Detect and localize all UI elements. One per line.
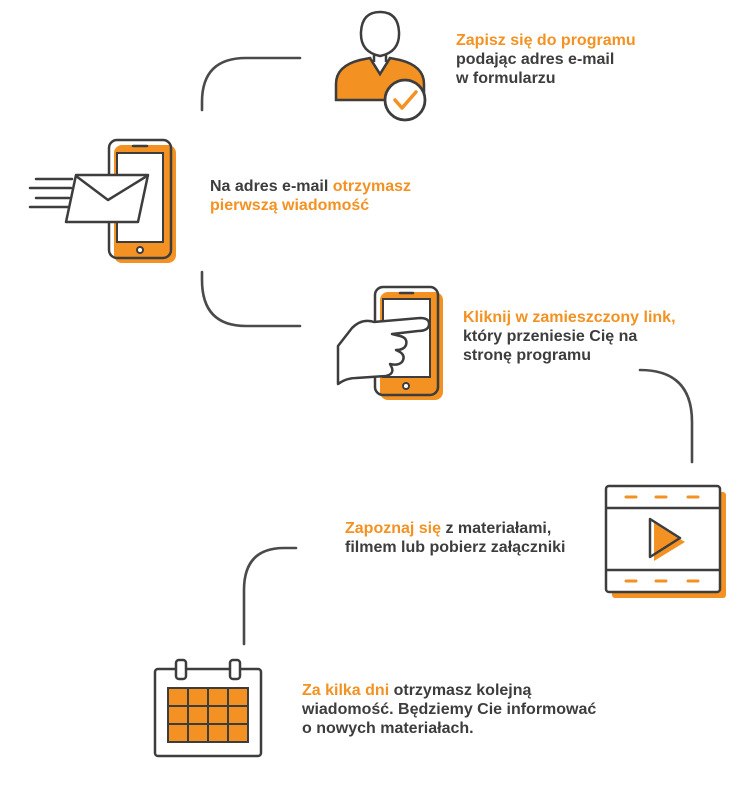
step-5-rest: otrzymasz kolejną — [389, 682, 532, 699]
step-5-text: Za kilka dni otrzymasz kolejną wiadomość… — [302, 681, 662, 738]
step-2-text: Na adres e-mail otrzymasz pierwszą wiado… — [210, 177, 510, 215]
connector-2 — [200, 270, 302, 328]
step-3-line-3: stronę programu — [463, 347, 592, 364]
video-play-icon — [604, 484, 726, 598]
step-4-rest: z materiałami, — [441, 520, 552, 537]
step-1-text: Zapisz się do programu podając adres e-m… — [456, 31, 746, 88]
step-4-line-2: filmem lub pobierz załączniki — [345, 539, 566, 556]
step-5-highlight: Za kilka dni — [302, 682, 390, 699]
step-4-text: Zapoznaj się z materiałami, filmem lub p… — [345, 519, 605, 557]
step-4-highlight: Zapoznaj się — [345, 520, 442, 537]
phone-mail-icon — [28, 138, 176, 263]
step-1-highlight: Zapisz się do programu — [456, 32, 636, 49]
step-1-line-2: podając adres e-mail — [456, 51, 615, 68]
phone-tap-icon — [336, 285, 443, 400]
step-5-line-2: wiadomość. Będziemy Cie informować — [302, 701, 597, 718]
calendar-icon — [153, 658, 263, 758]
connectors — [200, 56, 694, 646]
step-3-text: Kliknij w zamieszczony link, który przen… — [463, 308, 748, 365]
user-check-icon — [334, 10, 427, 122]
step-3-line-2: który przeniesie Cię na — [463, 328, 638, 345]
step-5-line-3: o nowych materiałach. — [302, 720, 474, 737]
connector-3 — [638, 368, 694, 464]
step-1-line-3: w formularzu — [456, 70, 556, 87]
step-2-line-2: pierwszą wiadomość — [210, 197, 370, 214]
step-2-highlight: otrzymasz — [332, 178, 411, 195]
step-3-highlight: Kliknij w zamieszczony link, — [463, 309, 676, 326]
connector-4 — [242, 546, 298, 646]
step-2-lead: Na adres e-mail — [210, 178, 333, 195]
connector-1 — [200, 56, 302, 112]
